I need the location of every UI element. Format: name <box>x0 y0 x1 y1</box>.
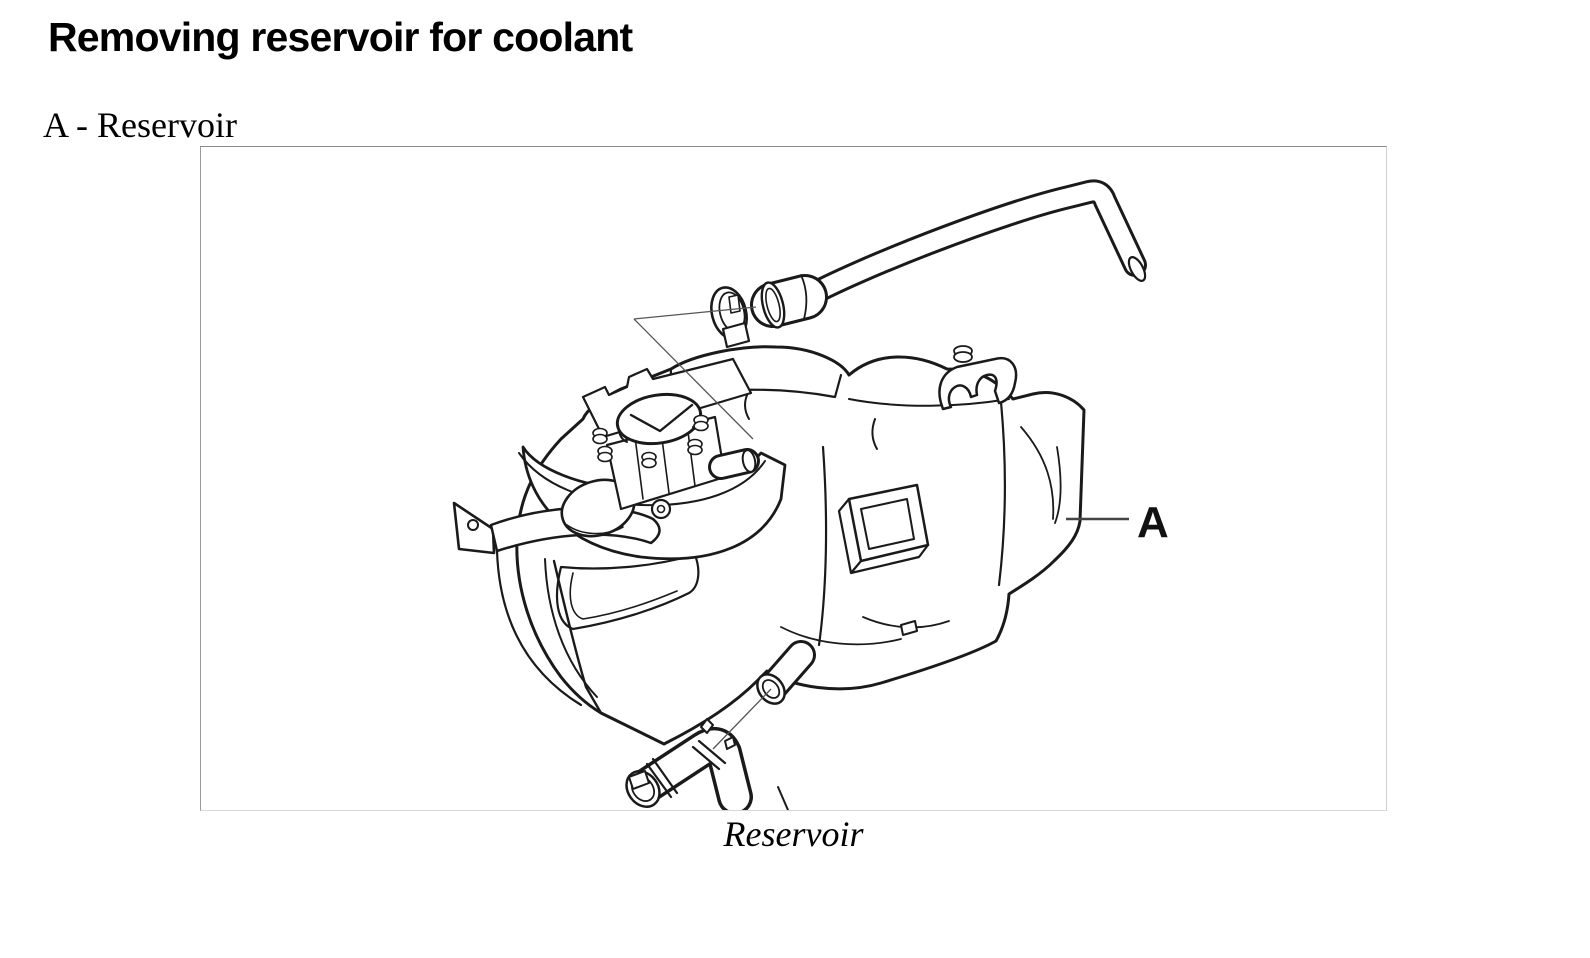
reservoir-illustration: A <box>452 179 1169 810</box>
figure-frame: A <box>200 146 1387 811</box>
filler-cap-assembly <box>581 357 760 511</box>
boss-hole <box>650 498 672 520</box>
elbow-clamp-left <box>628 757 679 799</box>
elbow-hose <box>625 718 753 810</box>
hose-end-fitting <box>750 274 828 329</box>
top-clamp-bracket <box>938 345 1018 411</box>
callout-a-label: A <box>1137 498 1169 547</box>
leader-lines <box>633 306 772 750</box>
mounting-strap <box>495 549 790 810</box>
oval-opening <box>560 478 636 538</box>
hose-open-end <box>1127 256 1147 282</box>
page-title: Removing reservoir for coolant <box>48 14 633 60</box>
elbow-clamp-right <box>691 718 736 771</box>
hose-clamp-ring <box>710 286 751 349</box>
callout-a: A <box>1066 498 1169 547</box>
part-legend: A - Reservoir <box>43 105 237 145</box>
cap-screws <box>592 414 709 469</box>
handle-recess <box>837 483 930 575</box>
upper-hose <box>791 179 1147 311</box>
figure-caption: Reservoir <box>723 814 864 854</box>
